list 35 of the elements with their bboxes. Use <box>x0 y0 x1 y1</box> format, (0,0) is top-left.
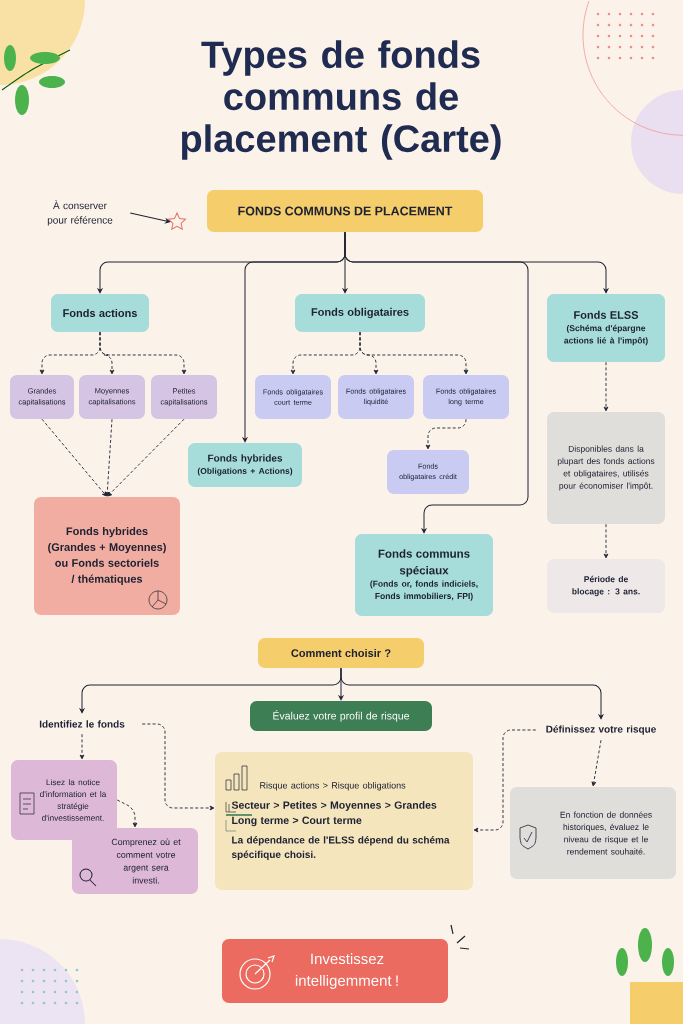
arrow <box>141 723 215 811</box>
arrow <box>116 799 138 828</box>
category-box: Fonds communs spéciaux (Fonds or, fonds indiciels, Fonds immobiliers, FPI) <box>355 534 493 616</box>
category-box: Fonds actions <box>51 294 149 332</box>
category-box: Fonds obligataires <box>295 294 425 332</box>
arrow <box>104 418 113 497</box>
arrow <box>129 212 171 224</box>
question-box: Comment choisir ? <box>258 638 424 668</box>
title: Types de fonds communs de placement (Carte) <box>181 40 501 160</box>
arrow <box>107 418 185 497</box>
tip-box: En fonction de données historiques, évaluez le niveau de risque et le rendement souhaité. <box>510 787 676 879</box>
arrow <box>344 231 609 294</box>
arrow <box>340 667 604 720</box>
arrow <box>591 739 602 787</box>
arrow <box>99 331 187 375</box>
result-box: Fonds hybrides (Grandes + Moyennes) ou Fonds sectoriels / thématiques <box>34 497 180 615</box>
note-box: Période de blocage : 3 ans. <box>547 559 665 613</box>
info-box: Risque actions > Risque obligations Secteur > Petites > Moyennes > Grandes Long terme > Court terme La dépendance de l'ELSS dépend du schéma spécifique choisi. <box>215 752 473 890</box>
arrow <box>359 331 469 375</box>
arrow <box>603 361 609 412</box>
step-text: Identifiez le fonds <box>39 720 125 728</box>
root-box: FONDS COMMUNS DE PLACEMENT <box>207 190 483 232</box>
arrow <box>603 523 609 559</box>
step-box: Évaluez votre profil de risque <box>250 701 432 731</box>
arrow <box>41 418 107 497</box>
category-box: Fonds hybrides (Obligations + Actions) <box>188 443 302 487</box>
arrow <box>79 733 85 760</box>
arrow <box>473 729 537 833</box>
category-box: Fonds ELSS (Schéma d'épargne actions lié à l'impôt) <box>547 294 665 362</box>
star-icon <box>167 212 187 230</box>
note-box: Disponibles dans la plupart des fonds actions et obligataires, utilisés pour économiser l'impôt. <box>547 412 665 524</box>
step-text: Définissez votre risque <box>546 725 656 735</box>
call-to-action-button: Investissez intelligemment ! <box>222 939 448 1003</box>
note-text: À conserver pour référence <box>47 200 113 226</box>
tip-box: Comprenez où et comment votre argent sera investi. <box>72 828 198 894</box>
